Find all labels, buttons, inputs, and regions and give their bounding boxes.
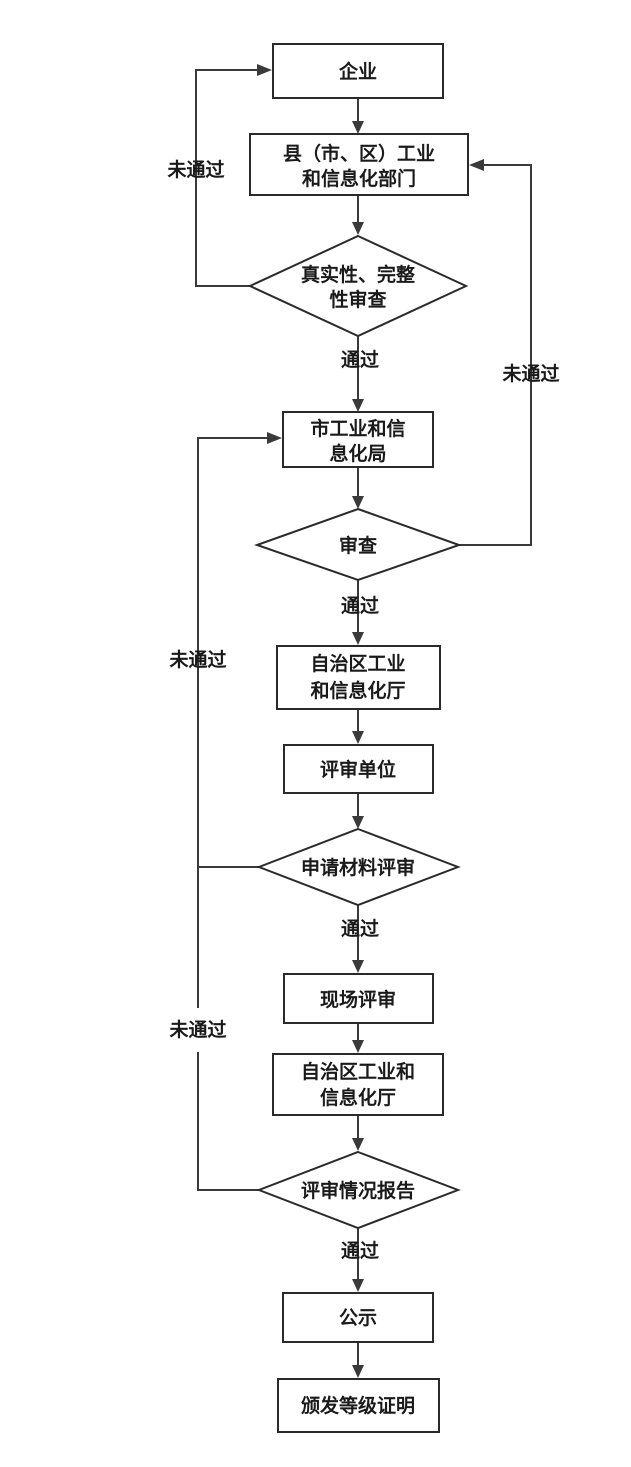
arrowhead — [352, 222, 364, 235]
node-publicity: 公示 — [282, 1292, 434, 1343]
node-region-dept-1: 自治区工业 和信息化厅 — [276, 645, 441, 710]
fail-label: 未通过 — [166, 158, 224, 181]
node-onsite-review: 现场评审 — [283, 973, 434, 1024]
process-box — [277, 1378, 440, 1433]
node-label: 企业 — [338, 60, 377, 83]
node-label: 申请材料评审 — [301, 856, 415, 879]
node-label: 评审情况报告 — [301, 1179, 415, 1202]
arrowhead — [257, 64, 272, 76]
node-material-review: 申请材料评审 — [256, 827, 461, 907]
pass-label: 通过 — [341, 918, 379, 940]
edge-fail-authenticity-to-enterprise — [195, 69, 258, 287]
node-label-line-2: 和信息化厅 — [310, 679, 405, 702]
node-enterprise: 企业 — [272, 43, 444, 99]
edge-fail-review-to-county — [459, 164, 532, 546]
process-box — [282, 411, 434, 468]
node-label-line-1: 真实性、完整 — [301, 263, 415, 286]
arrowhead — [352, 399, 364, 412]
process-box — [276, 645, 441, 710]
edges — [195, 64, 532, 1378]
arrowhead — [352, 1138, 364, 1151]
node-label-line-2: 息化局 — [329, 442, 386, 465]
node-label: 审查 — [339, 534, 378, 557]
node-city-bureau: 市工业和信 息化局 — [282, 411, 434, 468]
node-label-line-1: 自治区工业和 — [301, 1060, 415, 1083]
arrowhead — [352, 496, 364, 509]
arrowhead — [352, 121, 364, 134]
node-city-review: 审查 — [253, 507, 463, 582]
node-review-unit: 评审单位 — [283, 744, 434, 794]
process-box — [249, 133, 469, 196]
node-label-line-2: 和信息化部门 — [302, 167, 416, 190]
decision-diamond — [247, 234, 469, 338]
decision-diamond — [253, 507, 463, 582]
arrowhead — [352, 1365, 364, 1378]
edge-fail-report-to-city — [197, 1052, 259, 1191]
process-box — [272, 43, 444, 99]
node-report-review: 评审情况报告 — [256, 1150, 461, 1230]
process-box — [272, 1053, 444, 1116]
arrowhead — [352, 1040, 364, 1053]
fail-label: 未通过 — [168, 1018, 226, 1041]
node-authenticity-review: 真实性、完整 性审查 — [247, 234, 469, 338]
pass-label: 通过 — [341, 595, 379, 617]
arrowhead — [352, 632, 364, 645]
process-box — [283, 973, 434, 1024]
decision-diamond — [256, 1150, 461, 1230]
node-label-line-1: 自治区工业 — [310, 652, 405, 675]
node-region-dept-2: 自治区工业和 信息化厅 — [272, 1053, 444, 1116]
node-label-line-1: 市工业和信 — [310, 417, 405, 440]
arrowhead — [469, 159, 484, 171]
node-label: 现场评审 — [320, 988, 396, 1011]
node-label-line-2: 信息化厅 — [320, 1086, 396, 1109]
process-box — [283, 744, 434, 794]
arrowhead — [352, 960, 364, 973]
pass-label: 通过 — [341, 1240, 379, 1262]
node-county-dept: 县（市、区）工业 和信息化部门 — [249, 133, 469, 196]
fail-label: 未通过 — [168, 648, 226, 671]
node-label-line-1: 县（市、区）工业 — [283, 142, 435, 165]
edge-fail-material-to-city — [197, 437, 268, 868]
arrowhead — [352, 731, 364, 744]
edge-labels: 通过 通过 通过 通过 未通过 未通过 未通过 未通过 — [166, 158, 559, 1262]
decision-diamond — [256, 827, 461, 907]
arrowhead — [267, 432, 282, 444]
node-label: 评审单位 — [320, 758, 396, 781]
fail-label: 未通过 — [501, 362, 559, 385]
arrowhead — [352, 1279, 364, 1292]
node-label: 颁发等级证明 — [301, 1394, 415, 1417]
node-issue-certificate: 颁发等级证明 — [277, 1378, 440, 1433]
node-label: 公示 — [339, 1307, 377, 1329]
arrowhead — [352, 816, 364, 829]
node-label-line-2: 性审查 — [329, 288, 387, 311]
pass-label: 通过 — [341, 349, 379, 371]
process-box — [282, 1292, 434, 1343]
